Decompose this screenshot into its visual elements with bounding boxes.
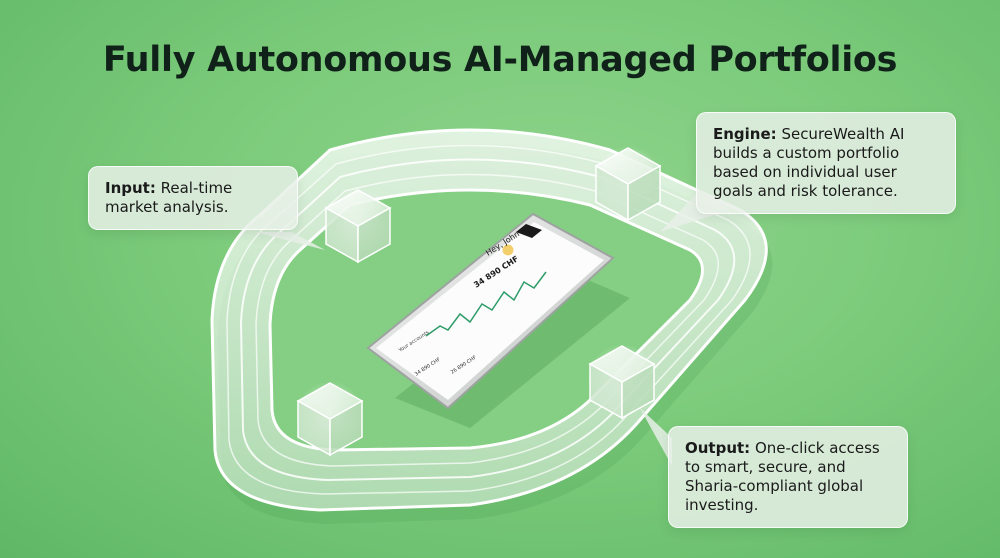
output-pointer: [640, 408, 672, 466]
node-cube-bottom: [296, 381, 364, 457]
callout-engine-label: Engine:: [713, 125, 777, 143]
phone-screen: [376, 222, 604, 400]
phone-chart-line: [425, 271, 547, 337]
node-cube-engine: [594, 146, 662, 222]
track-lane-2: [226, 144, 751, 495]
callout-input-text: Real-time market analysis.: [105, 179, 233, 216]
callout-output-text: One-click access to smart, secure, and S…: [685, 439, 880, 514]
callout-input-label: Input:: [105, 179, 156, 197]
callout-output-label: Output:: [685, 439, 751, 457]
node-cube-output: [588, 344, 656, 420]
track-lane-3: [255, 173, 719, 467]
avatar: [501, 243, 515, 257]
input-pointer: [255, 232, 325, 250]
page-title: Fully Autonomous AI-Managed Portfolios: [102, 40, 898, 80]
node-cube-input: [324, 188, 392, 264]
callout-input: Input: Real-time market analysis.: [88, 166, 298, 230]
callout-engine-text: SecureWealth AI builds a custom portfoli…: [713, 125, 905, 200]
smartphone: Hey, John 34 890 CHF Your accounts 34 89…: [366, 212, 630, 428]
phone-notch: [516, 224, 542, 238]
track-lane-1: [239, 158, 736, 482]
callout-engine: Engine: SecureWealth AI builds a custom …: [696, 112, 956, 214]
callout-output: Output: One-click access to smart, secur…: [668, 426, 908, 528]
